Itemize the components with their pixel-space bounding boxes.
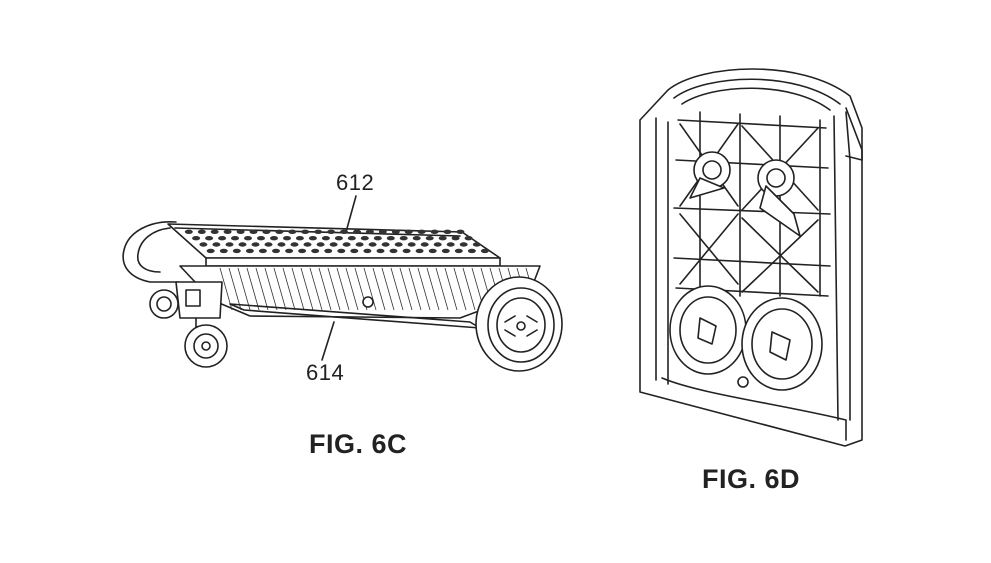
large-wheel	[475, 276, 563, 372]
figure-caption-6d: FIG. 6D	[702, 464, 801, 494]
deck-perforations	[184, 229, 489, 254]
center-hole	[737, 376, 749, 388]
ref-numeral-612: 612	[336, 170, 375, 195]
deck-edge	[205, 257, 501, 267]
shell-outer	[639, 68, 863, 447]
pivot-mount-left	[689, 151, 731, 199]
figure-caption-6c: FIG. 6C	[309, 429, 408, 459]
ref-numeral-614: 614	[306, 360, 345, 385]
wheel-right	[741, 297, 823, 391]
fig-6c-drawing	[122, 195, 563, 372]
caster-wheel-upper	[149, 289, 179, 319]
cart-handle	[122, 221, 179, 283]
leader-612	[345, 195, 357, 233]
rear-bracket	[175, 281, 223, 319]
pivot-mount-right	[757, 159, 801, 237]
frame-knob	[362, 296, 374, 308]
caster-wheel-lower	[184, 324, 228, 368]
wheel-left	[669, 285, 747, 375]
fig-6d-drawing	[639, 68, 863, 447]
leader-614	[321, 321, 335, 361]
